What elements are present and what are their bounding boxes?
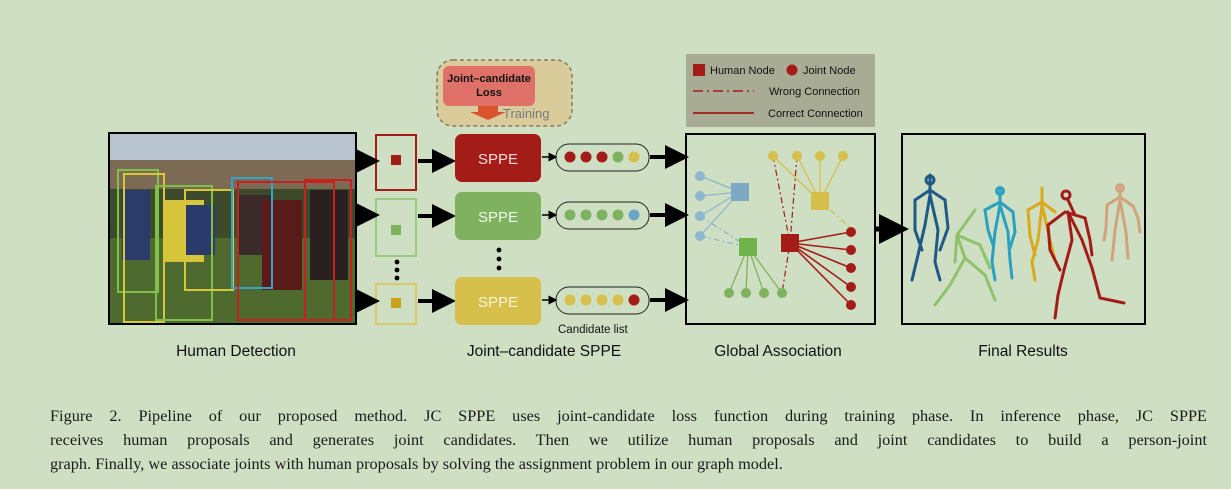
legend: Human Node Joint Node Wrong Connection C…	[686, 54, 875, 127]
training-loss-group: Joint–candidate Loss Training	[436, 59, 573, 127]
skeleton-blue	[910, 173, 950, 282]
caption-line: receives human proposals and generates j…	[50, 430, 1207, 449]
human-node-swatch	[693, 64, 705, 76]
skeleton-yellow	[1026, 186, 1057, 282]
sppe-block-yellow: SPPE	[455, 277, 541, 325]
sppe-label: SPPE	[478, 294, 518, 311]
skeleton-lightgreen	[933, 208, 997, 307]
human-detection-image	[108, 132, 357, 325]
stage-label-results: Final Results	[978, 343, 1068, 360]
loss-line2: Loss	[476, 87, 502, 99]
sppe-label: SPPE	[478, 209, 518, 226]
stage-label-association: Global Association	[714, 343, 842, 360]
candidate-list-label: Candidate list	[558, 324, 628, 336]
joint-node-swatch	[786, 64, 798, 76]
vertical-ellipsis	[496, 247, 502, 271]
candidate-list-2	[555, 201, 650, 230]
caption-line: Figure 2. Pipeline of our proposed metho…	[50, 406, 1207, 425]
skeleton-cyan	[983, 186, 1017, 282]
final-results-panel	[901, 133, 1146, 325]
legend-joint-node: Joint Node	[803, 65, 856, 77]
arrows-crops-to-sppe	[418, 149, 456, 313]
stage-label-sppe: Joint–candidate SPPE	[467, 343, 621, 360]
candidate-list-1	[555, 143, 650, 172]
sppe-block-red: SPPE	[455, 134, 541, 182]
pipeline-diagram: Joint–candidate Loss Training SPPE SPPE …	[108, 54, 1146, 360]
legend-correct-connection: Correct Connection	[768, 108, 863, 120]
arrows-sppe-to-lists	[542, 152, 558, 305]
figure-caption: Figure 2. Pipeline of our proposed metho…	[50, 404, 1207, 476]
arrows-image-to-crops	[356, 149, 380, 313]
caption-line: graph. Finally, we associate joints with…	[50, 454, 783, 473]
training-label: Training	[503, 106, 549, 121]
legend-human-node: Human Node	[710, 65, 775, 77]
skeleton-tan	[1102, 183, 1142, 262]
candidate-list-3	[555, 286, 650, 315]
legend-wrong-connection: Wrong Connection	[769, 86, 860, 98]
sppe-label: SPPE	[478, 151, 518, 168]
skeleton-red	[1046, 189, 1126, 320]
sppe-block-green: SPPE	[455, 192, 541, 240]
global-association-graph	[685, 133, 876, 325]
arrows-lists-to-association	[650, 145, 689, 312]
stage-label-detection: Human Detection	[176, 343, 296, 360]
loss-line1: Joint–candidate	[447, 73, 531, 85]
proposal-crops	[375, 134, 417, 325]
